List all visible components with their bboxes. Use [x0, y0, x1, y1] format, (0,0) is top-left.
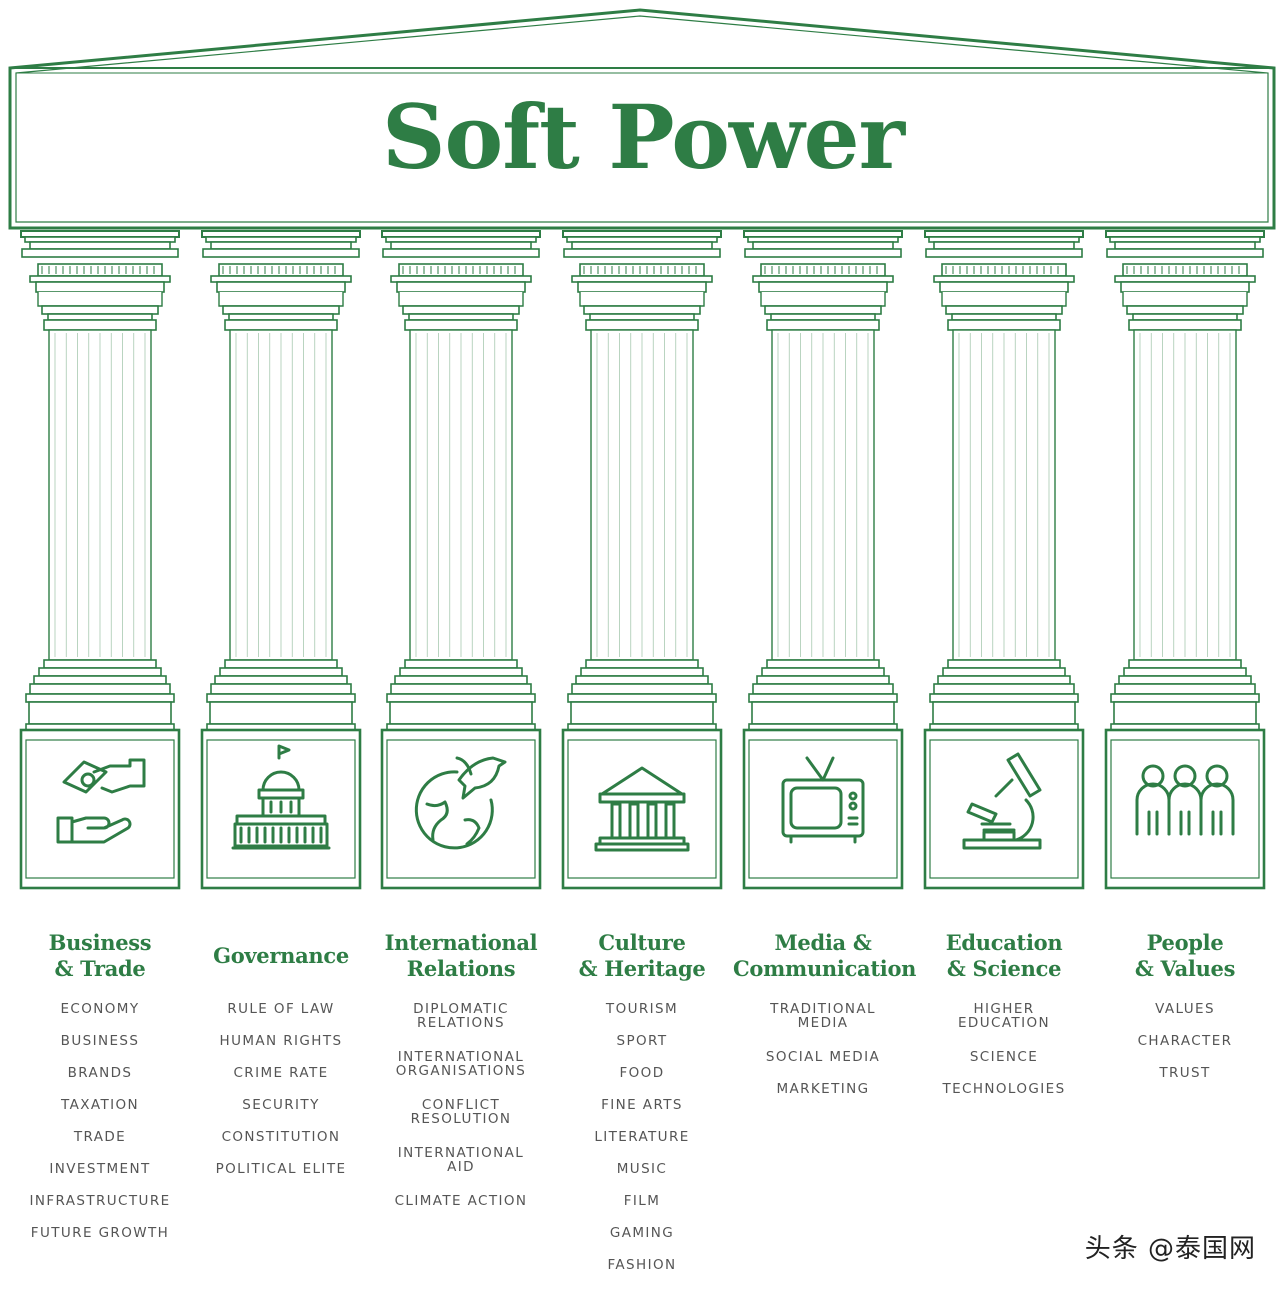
- pillar-heading: Business& Trade: [10, 926, 190, 986]
- pillar-item: BUSINESS: [60, 1033, 140, 1049]
- column-1: [19, 230, 181, 890]
- page-title: Soft Power: [382, 85, 905, 189]
- watermark: 头条 @泰国网: [1084, 1234, 1256, 1264]
- pillar-item: TAXATION: [60, 1097, 140, 1113]
- column-3: [380, 230, 542, 890]
- pillar-item: TOURISM: [605, 1001, 679, 1017]
- pillar-item: POLITICAL ELITE: [215, 1161, 347, 1177]
- pediment: [8, 8, 1276, 230]
- pillar-heading-line: & Science: [946, 956, 1062, 981]
- pillar-item: CONSTITUTION: [221, 1129, 341, 1145]
- pillar-heading: Culture& Heritage: [552, 926, 732, 986]
- pillar-item-list: ECONOMY BUSINESS BRANDS TAXATION TRADE INVEST…: [10, 1002, 190, 1240]
- column-5: [742, 230, 904, 890]
- pillar-item: CLIMATE ACTION: [394, 1193, 528, 1209]
- pillar-item: CRIME RATE: [233, 1065, 329, 1081]
- pillar-item: TRUST: [1159, 1065, 1211, 1081]
- capitol-building-icon: [231, 744, 331, 850]
- pillar-item: CHARACTER: [1137, 1033, 1233, 1049]
- pillar-item: MARKETING: [776, 1081, 870, 1097]
- pillar-heading: Education& Science: [914, 926, 1094, 986]
- pillar-heading-line: Education: [945, 930, 1063, 955]
- pillar-item-list: VALUES CHARACTER TRUST: [1095, 1002, 1275, 1080]
- pillar-item: FOOD: [619, 1065, 665, 1081]
- pillar-item: TECHNOLOGIES: [942, 1081, 1066, 1097]
- pillar-item: FINE ARTS: [601, 1097, 683, 1113]
- column-4: [561, 230, 723, 890]
- pillar-heading-line: Media &: [774, 930, 872, 955]
- column-6: [923, 230, 1085, 890]
- pillar-heading-line: Governance: [213, 943, 349, 968]
- globe-dove-icon: [414, 756, 507, 850]
- pillar-item: MUSIC: [616, 1161, 668, 1177]
- pillar-heading-line: Relations: [406, 956, 516, 981]
- microscope-icon: [962, 752, 1042, 850]
- pillar-heading-line: Culture: [598, 930, 686, 955]
- people-group-icon: [1135, 764, 1235, 836]
- pillar-item: SOCIAL MEDIA: [765, 1049, 881, 1065]
- pillar-item-list: TOURISM SPORT FOOD FINE ARTS LITERATURE MUSIC…: [552, 1002, 732, 1272]
- pillar-item: SECURITY: [242, 1097, 320, 1113]
- pillar-item: FUTURE GROWTH: [30, 1225, 170, 1241]
- pillar-item: INVESTMENT: [49, 1161, 151, 1177]
- pillar-heading: Media &Communication: [733, 926, 917, 986]
- pillar-item: GAMING: [609, 1225, 675, 1241]
- pillar-heading-line: International: [384, 930, 538, 955]
- pillar-item: RULE OF LAW: [227, 1001, 335, 1017]
- temple-illustration: [8, 8, 1276, 890]
- pillar-heading: Governance: [191, 926, 371, 986]
- museum-icon: [594, 766, 690, 852]
- pillar-item-list: RULE OF LAW HUMAN RIGHTS CRIME RATE SECURIT…: [191, 1002, 371, 1176]
- pillar-item: VALUES: [1155, 1001, 1215, 1017]
- pillar-heading-line: Business: [48, 930, 152, 955]
- pillar-heading-line: & Trade: [54, 956, 146, 981]
- pillar-heading-line: Communication: [733, 956, 917, 981]
- pillar-item: LITERATURE: [594, 1129, 690, 1145]
- pillar-item: INFRASTRUCTURE: [29, 1193, 171, 1209]
- television-icon: [781, 756, 865, 844]
- pillar-item: HUMAN RIGHTS: [219, 1033, 343, 1049]
- pillar-item: SPORT: [616, 1033, 668, 1049]
- pillar-item: TRADE: [73, 1129, 127, 1145]
- pillar-item: ECONOMY: [60, 1001, 140, 1017]
- pillar-item: FILM: [623, 1193, 661, 1209]
- pillar-item: SCIENCE: [969, 1049, 1039, 1065]
- pillar-heading-line: & Values: [1134, 956, 1236, 981]
- handshake-money-icon: [56, 758, 146, 844]
- column-2: [200, 230, 362, 890]
- pillar-heading-line: & Heritage: [578, 956, 706, 981]
- pillar-heading: People& Values: [1095, 926, 1275, 986]
- pillar-item: FASHION: [607, 1257, 677, 1273]
- pillar-item: BRANDS: [67, 1065, 133, 1081]
- column-7: [1104, 230, 1266, 890]
- pillar-heading-line: People: [1146, 930, 1224, 955]
